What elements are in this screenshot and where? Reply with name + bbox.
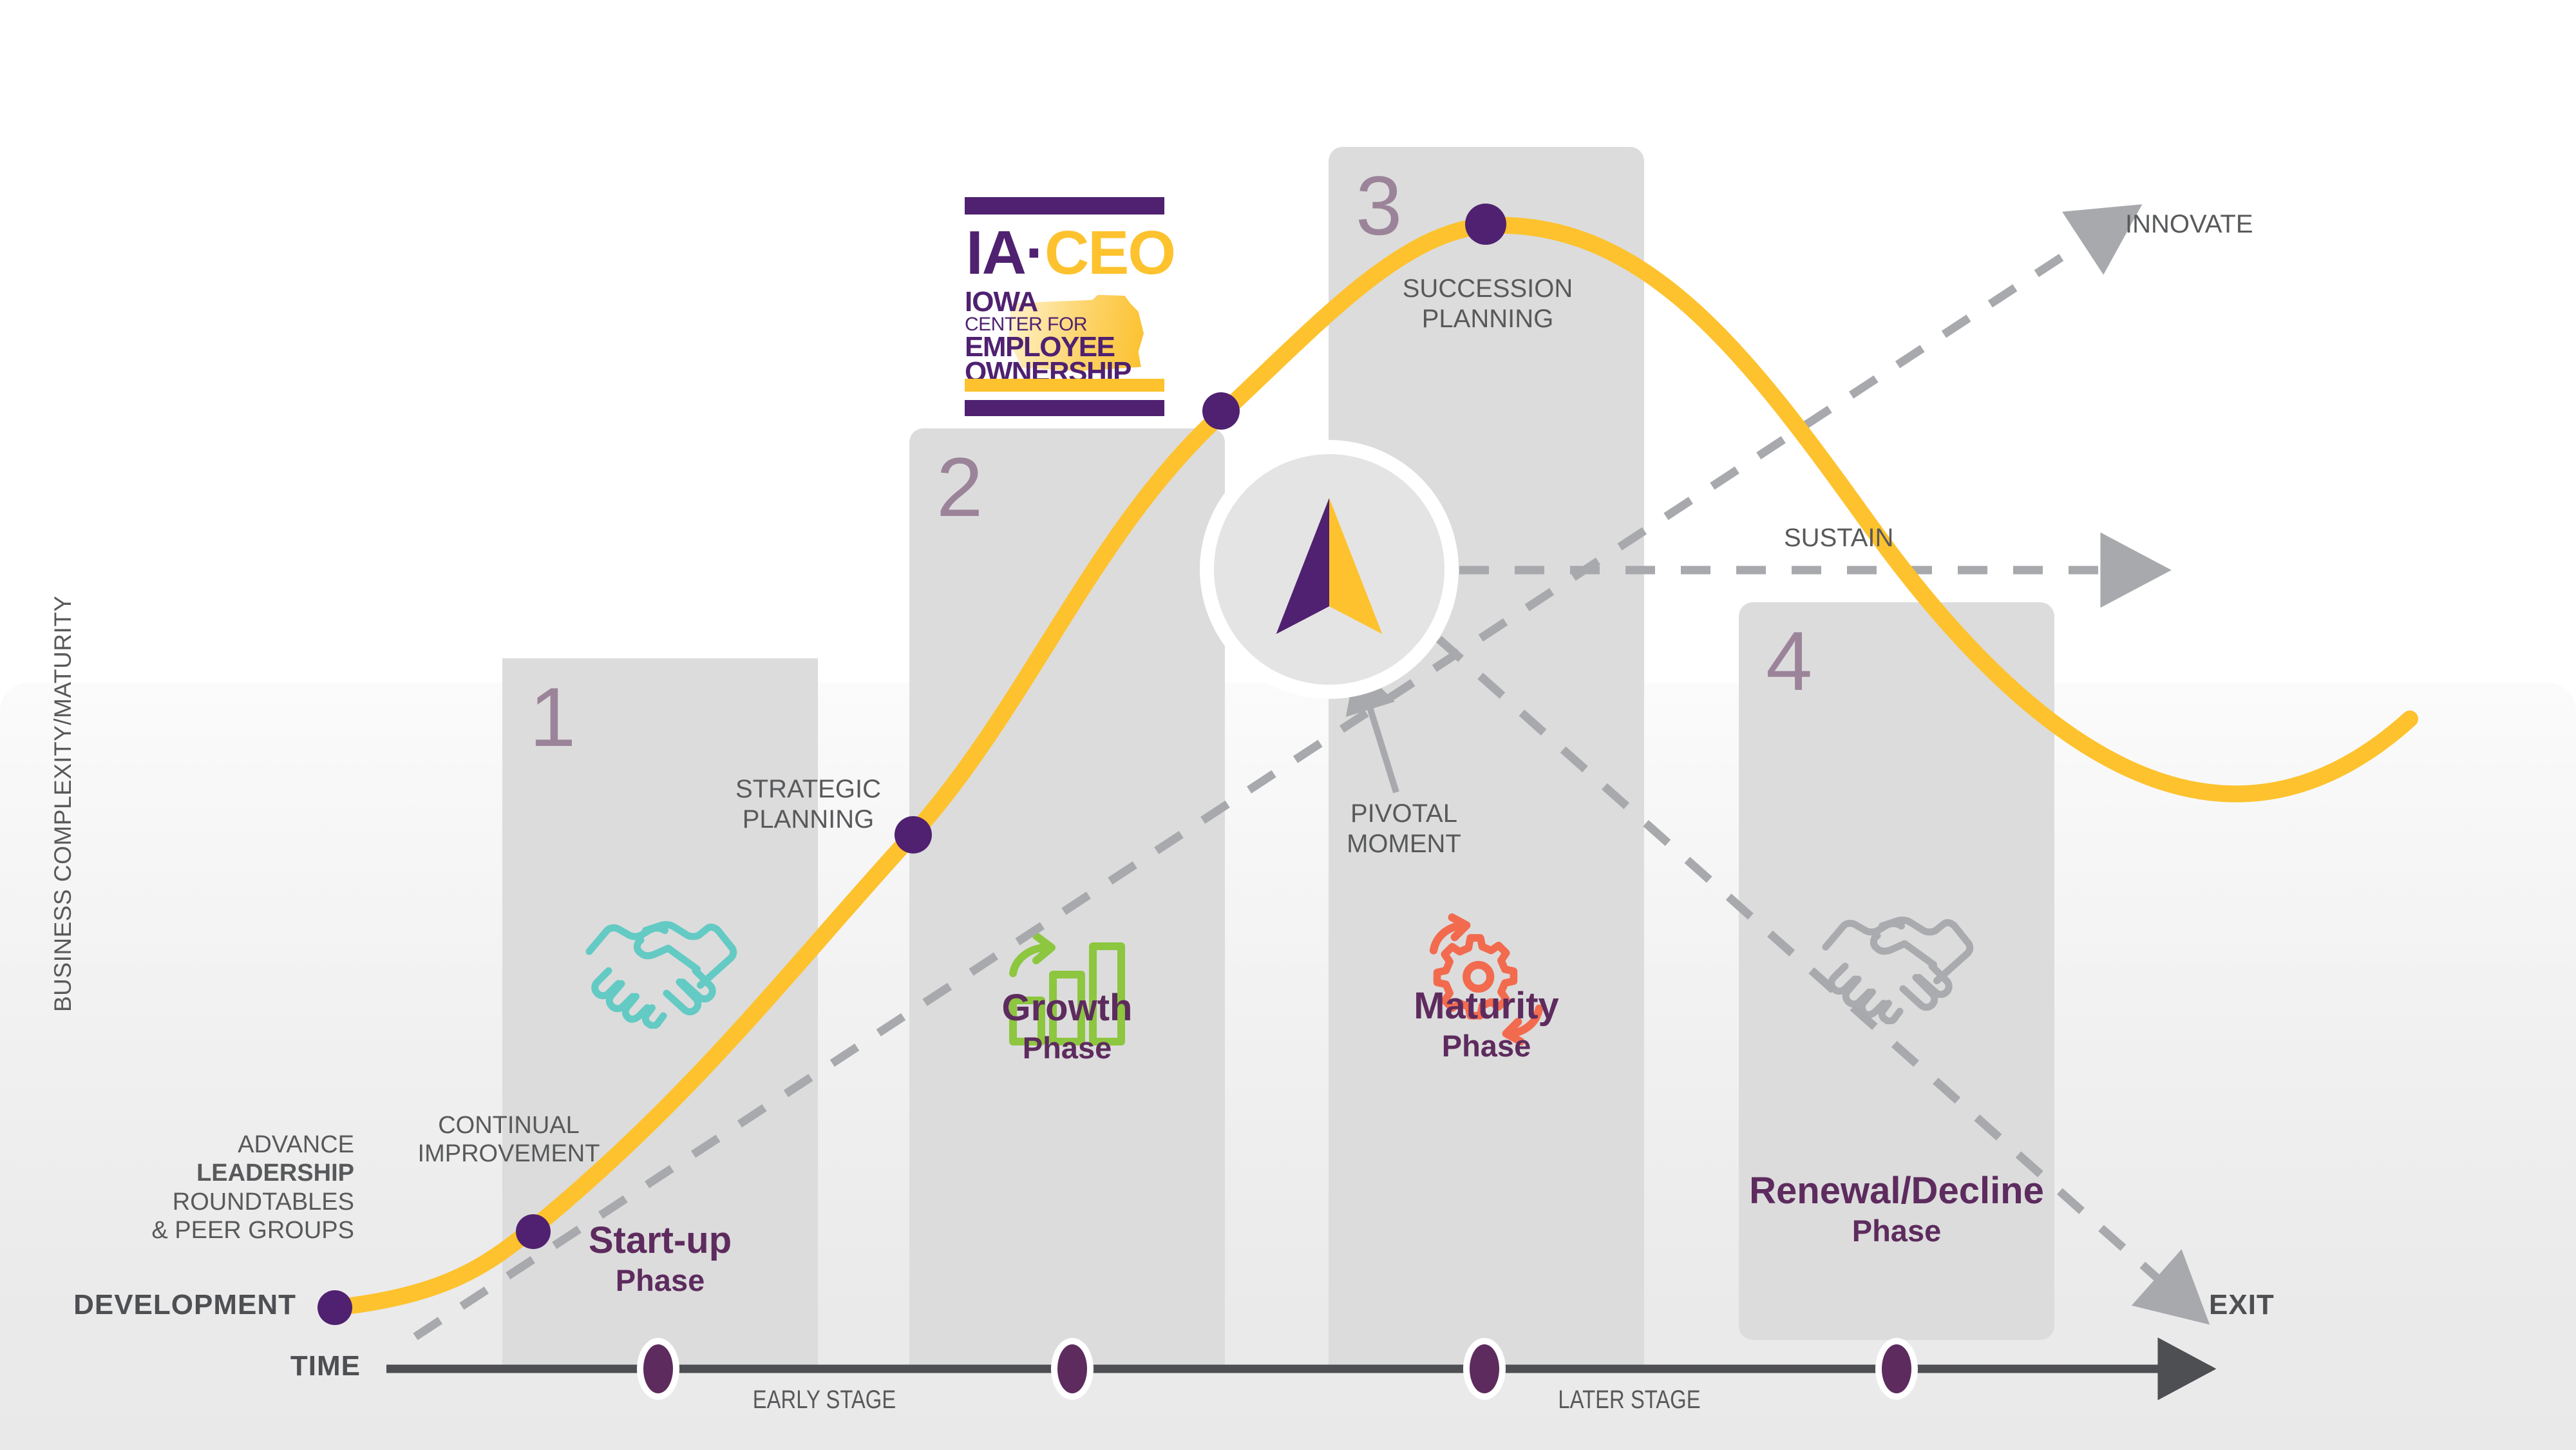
phase-label-line2: Phase	[1441, 1029, 1531, 1064]
continual-line-1: CONTINUAL	[438, 1112, 580, 1139]
sustain-label: SUSTAIN	[1784, 524, 1894, 552]
phase-label-line2: Phase	[1852, 1214, 1942, 1248]
logo-mark-dot: ·	[1025, 218, 1046, 287]
phase-label: Start-up Phase	[502, 1219, 818, 1299]
advance-leadership-annotation: ADVANCE LEADERSHIP ROUNDTABLES & PEER GR…	[26, 1130, 354, 1245]
phase-label-line1: Start-up	[588, 1219, 732, 1261]
bar-start-up-phase[interactable]: 1 Start-up Phase	[502, 658, 818, 1369]
compass-pivotal-marker[interactable]	[1214, 454, 1444, 685]
iaceo-logo[interactable]: IA·CEO IOWA CENTER FOR EMPLOYEE OWNERSHI…	[952, 193, 1176, 419]
handshake-icon	[580, 910, 741, 1032]
later-stage-label: LATER STAGE	[1558, 1386, 1701, 1414]
phase-label: Maturity Phase	[1329, 984, 1644, 1064]
succession-line-2: PLANNING	[1421, 304, 1554, 333]
x-axis-label-text: TIME	[290, 1350, 361, 1382]
logo-mark-ceo: CEO	[1044, 218, 1176, 287]
iowa-state-outline-icon	[1009, 294, 1144, 372]
y-axis-label: BUSINESS COMPLEXITY/MATURITY	[50, 595, 76, 1012]
strategic-line-2: PLANNING	[742, 805, 875, 834]
phase-label-line1: Growth	[1001, 987, 1133, 1029]
succession-line-1: SUCCESSION	[1402, 274, 1573, 303]
phase-label: Growth Phase	[909, 986, 1225, 1066]
phase-label-line1: Renewal/Decline	[1749, 1170, 2044, 1212]
bar-growth-phase[interactable]: 2 Growth Phase	[909, 428, 1225, 1369]
logo-line-center: CENTER FOR	[965, 314, 1088, 335]
advance-line-1: ADVANCE	[238, 1131, 354, 1158]
logo-rule-bottom	[965, 400, 1164, 416]
background-panel	[0, 683, 2576, 1450]
logo-wordmark: IA·CEO	[966, 222, 1176, 284]
handshake-grey-icon	[1816, 905, 1977, 1027]
phase-label-line2: Phase	[1022, 1031, 1112, 1065]
pivotal-line-2: MOMENT	[1347, 829, 1461, 858]
early-stage-label: EARLY STAGE	[752, 1386, 896, 1414]
exit-label-text: EXIT	[2209, 1289, 2275, 1321]
logo-rule-top	[965, 197, 1164, 215]
bar-number: 2	[936, 440, 983, 534]
advance-line-3: ROUNDTABLES	[172, 1188, 354, 1216]
bar-renewal-decline-phase[interactable]: 4 Renewal/Decline Phase	[1739, 602, 2054, 1340]
innovate-label: INNOVATE	[2125, 210, 2253, 238]
advance-line-2: LEADERSHIP	[196, 1159, 354, 1187]
compass-needle-icon	[1276, 498, 1383, 634]
x-axis-label: TIME	[187, 1350, 361, 1382]
logo-line-employee: EMPLOYEE	[965, 331, 1115, 363]
phase-label-line1: Maturity	[1414, 985, 1559, 1027]
exit-label: EXIT	[2209, 1288, 2275, 1321]
continual-line-2: IMPROVEMENT	[417, 1140, 600, 1168]
pivotal-moment-annotation: PIVOTAL MOMENT	[1317, 799, 1491, 859]
strategic-planning-annotation: STRATEGIC PLANNING	[712, 774, 905, 835]
succession-planning-annotation: SUCCESSION PLANNING	[1378, 274, 1597, 334]
bar-number: 3	[1356, 158, 1403, 253]
bar-number: 4	[1766, 614, 1813, 708]
milestone-dot-growth-peak	[1202, 392, 1240, 430]
phase-label: Renewal/Decline Phase	[1739, 1169, 2054, 1249]
continual-improvement-annotation: CONTINUAL IMPROVEMENT	[370, 1111, 647, 1169]
origin-label-text: DEVELOPMENT	[73, 1289, 296, 1321]
pivotal-line-1: PIVOTAL	[1350, 799, 1457, 828]
logo-mark-ia: IA	[966, 218, 1027, 287]
logo-line-iowa: IOWA	[965, 286, 1038, 318]
bar-number: 1	[529, 670, 576, 764]
advance-line-4: & PEER GROUPS	[151, 1217, 354, 1245]
origin-label: DEVELOPMENT	[39, 1288, 296, 1321]
logo-rule-yellow	[965, 379, 1164, 392]
phase-label-line2: Phase	[615, 1263, 705, 1298]
strategic-line-1: STRATEGIC	[735, 775, 881, 803]
